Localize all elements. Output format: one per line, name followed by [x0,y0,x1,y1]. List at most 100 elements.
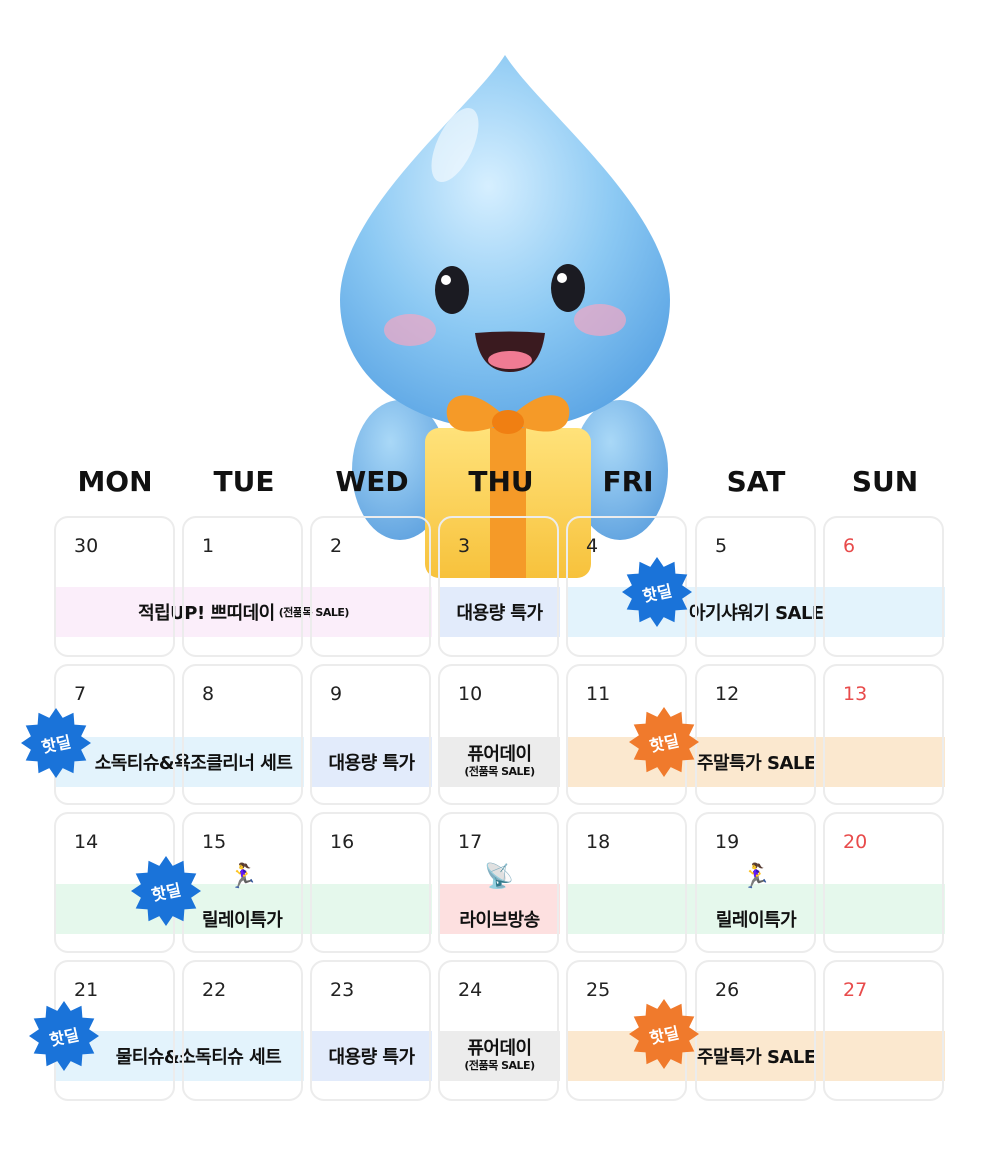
event-bar-live-broadcast[interactable]: 라이브방송 [439,884,560,934]
event-bar-weekend-sale[interactable]: 주말특가 SALE [567,1031,945,1081]
day-number: 18 [586,831,611,853]
hot-deal-badge[interactable]: 핫딜 [20,707,92,779]
day-number: 10 [458,683,483,705]
event-bar-pure-day[interactable]: 퓨어데이 (전품목 SALE) [439,1031,560,1081]
day-cell[interactable] [438,516,559,657]
day-number: 7 [74,683,87,705]
day-cell[interactable] [310,664,431,805]
running-woman-icon: 🏃‍♀️ [228,863,258,890]
day-cell[interactable] [695,664,816,805]
day-cell[interactable] [310,516,431,657]
day-number: 6 [843,535,856,557]
event-sublabel: (전품목 SALE) [278,606,350,619]
day-cell[interactable] [566,516,687,657]
event-label: 릴레이특가 [715,910,797,931]
event-label: 릴레이특가 [202,910,283,931]
starburst-badge-icon [29,1001,99,1071]
day-number: 25 [586,979,611,1001]
hot-deal-badge[interactable]: 핫딜 [130,855,202,927]
hot-deal-badge[interactable]: 핫딜 [628,706,700,778]
day-cell[interactable] [566,812,687,953]
starburst-badge-icon [622,557,692,627]
event-bar-points-day[interactable]: 적립UP! 쁘띠데이 (전품목 SALE) [55,587,432,637]
day-cell[interactable] [54,516,175,657]
day-cell[interactable] [438,664,559,805]
day-cell[interactable] [182,960,303,1101]
day-number: 5 [715,535,728,557]
day-number: 1 [202,535,215,557]
day-cell[interactable] [438,812,559,953]
event-bar-bulk-sale[interactable]: 대용량 특가 [311,1031,432,1081]
day-number: 14 [74,831,99,853]
day-number: 27 [843,979,868,1001]
day-number: 17 [458,831,483,853]
day-number: 3 [458,535,471,557]
day-cell[interactable] [310,812,431,953]
weekday-tue: TUE [213,465,275,498]
event-label: 아기샤워기 SALE [689,603,824,624]
day-cell[interactable] [695,516,816,657]
weekday-fri: FRI [602,465,654,498]
day-number: 13 [843,683,868,705]
event-label: 퓨어데이 [467,1038,532,1060]
weekday-thu: THU [468,465,534,498]
event-bar-tissue-set[interactable]: 소독티슈&욕조클리너 세트 [55,737,304,787]
hot-deal-badge[interactable]: 핫딜 [628,998,700,1070]
day-cell[interactable] [182,664,303,805]
day-number: 8 [202,683,215,705]
day-number: 11 [586,683,611,705]
day-cell[interactable] [438,960,559,1101]
starburst-badge-icon [629,707,699,777]
weekday-sun: SUN [851,465,919,498]
event-bar-relay-sale[interactable]: 릴레이특가 [55,884,432,934]
day-number: 16 [330,831,355,853]
event-bar-weekend-sale[interactable]: 주말특가 SALE [567,737,945,787]
event-sublabel: (전품목 SALE) [464,765,535,779]
day-number: 20 [843,831,868,853]
event-bar-relay-sale[interactable]: 릴레이특가 [567,884,945,934]
weekday-mon: MON [77,465,153,498]
day-number: 15 [202,831,227,853]
event-label: 대용량 특가 [456,603,543,624]
event-label: 대용량 특가 [328,1047,415,1068]
day-number: 23 [330,979,355,1001]
event-sublabel: (전품목 SALE) [464,1059,535,1073]
event-bar-bulk-sale[interactable]: 대용량 특가 [439,587,560,637]
day-cell[interactable] [823,664,944,805]
day-number: 24 [458,979,483,1001]
day-cell[interactable] [823,812,944,953]
running-woman-icon: 🏃‍♀️ [741,863,771,890]
event-bar-pure-day[interactable]: 퓨어데이 (전품목 SALE) [439,737,560,787]
event-label: 라이브방송 [459,910,540,931]
weekday-wed: WED [335,465,409,498]
day-cell[interactable] [695,812,816,953]
event-label: 소독티슈&욕조클리너 세트 [94,753,293,774]
day-number: 22 [202,979,227,1001]
day-cell[interactable] [823,960,944,1101]
day-number: 21 [74,979,99,1001]
hot-deal-badge[interactable]: 핫딜 [28,1000,100,1072]
day-cell[interactable] [695,960,816,1101]
day-number: 2 [330,535,343,557]
day-number: 19 [715,831,740,853]
day-number: 9 [330,683,343,705]
day-cell[interactable] [310,960,431,1101]
hot-deal-badge[interactable]: 핫딜 [621,556,693,628]
weekday-sat: SAT [726,465,786,498]
starburst-badge-icon [131,856,201,926]
day-number: 12 [715,683,740,705]
day-number: 4 [586,535,599,557]
day-number: 30 [74,535,99,557]
event-label: 주말특가 SALE [697,1047,816,1068]
satellite-antenna-icon: 📡 [484,863,514,890]
day-cell[interactable] [823,516,944,657]
event-label: 대용량 특가 [328,753,415,774]
event-bar-wet-tissue-set[interactable]: 물티슈&소독티슈 세트 [55,1031,304,1081]
event-label: 물티슈&소독티슈 세트 [115,1047,282,1068]
event-label: 주말특가 SALE [697,753,816,774]
event-bar-bulk-sale[interactable]: 대용량 특가 [311,737,432,787]
event-label: 적립UP! 쁘띠데이 [138,603,275,624]
starburst-badge-icon [629,999,699,1069]
day-cell[interactable] [182,516,303,657]
event-label: 퓨어데이 [467,744,532,766]
